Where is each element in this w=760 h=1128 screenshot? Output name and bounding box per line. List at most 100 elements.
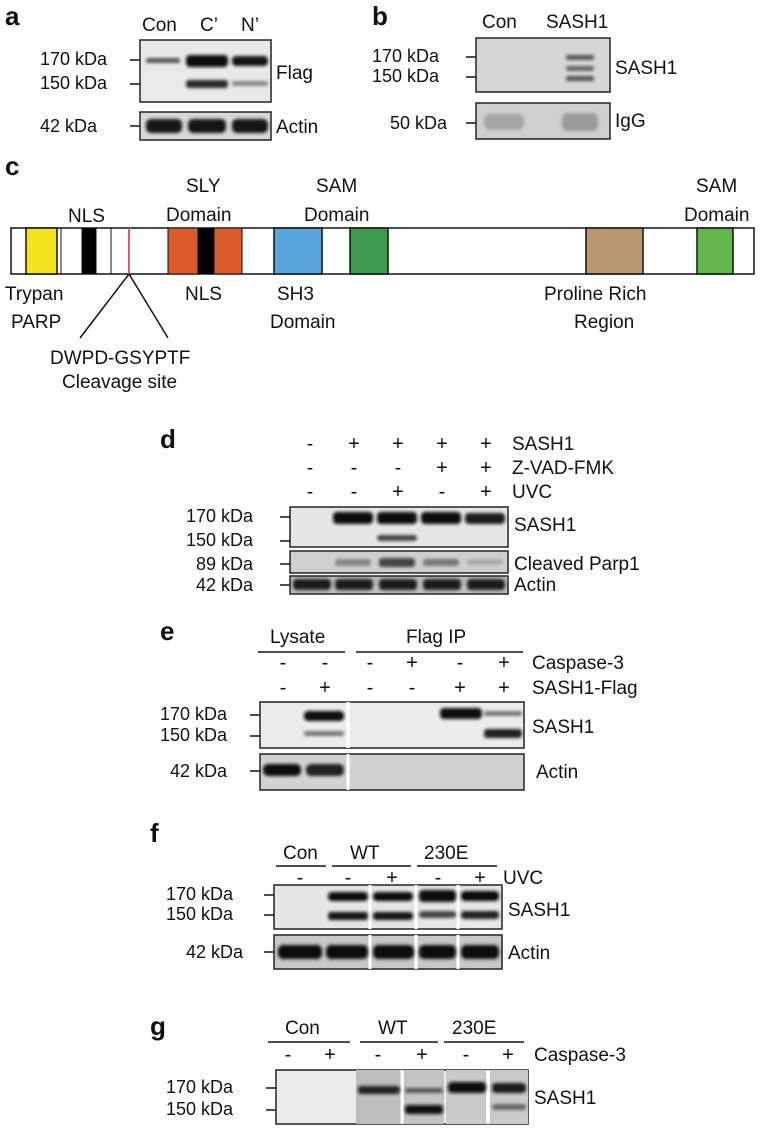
treatment-sign-minus: - — [367, 677, 374, 699]
mw-150: 150 kDa — [186, 530, 254, 550]
treatment-sign-plus: + — [319, 677, 331, 699]
panel-g-letter: g — [150, 1011, 166, 1041]
band — [461, 891, 499, 901]
band — [373, 912, 413, 920]
band — [419, 890, 456, 902]
cond-caspase3: Caspase-3 — [532, 653, 624, 674]
cond-zvad: Z-VAD-FMK — [512, 458, 614, 479]
treatment-sign-minus: - — [435, 867, 442, 889]
sly-domain-left — [167, 227, 199, 275]
band — [377, 512, 417, 524]
treatment-sign-plus: + — [502, 1044, 514, 1066]
cleavage-site-mark — [128, 228, 130, 274]
panel-f: f Con WT 230E --+-+ UVC 170 kDa 150 kDa … — [150, 818, 570, 970]
band — [448, 1082, 486, 1093]
band — [186, 80, 228, 88]
blot-label-actin: Actin — [276, 117, 318, 138]
band — [304, 731, 344, 736]
blot-label-sash1: SASH1 — [514, 515, 576, 536]
panel-f-letter: f — [150, 818, 159, 848]
band — [232, 56, 268, 66]
band — [566, 55, 594, 60]
group-con: Con — [283, 843, 318, 864]
panel-c: c NLS SLY Domain SAM Domain SAM Domain T… — [5, 151, 755, 393]
trypan-parp-domain — [25, 227, 58, 275]
treatment-sign-plus: + — [498, 652, 510, 674]
band — [146, 58, 180, 63]
treatment-sign-plus: + — [392, 433, 404, 455]
mw-50: 50 kDa — [390, 113, 448, 133]
band — [492, 1104, 526, 1110]
lane-label-sash1: SASH1 — [546, 12, 608, 33]
mw-42: 42 kDa — [40, 116, 98, 136]
treatment-sign-minus: - — [307, 457, 314, 479]
treatment-sign-plus: + — [498, 677, 510, 699]
group-wt: WT — [350, 843, 380, 864]
cleavage-pointer-left — [79, 273, 130, 339]
blot-label-sash1: SASH1 — [532, 717, 594, 738]
band — [373, 892, 413, 901]
label-proline: Proline Rich — [544, 284, 646, 305]
label-sam2-domain: Domain — [684, 205, 749, 226]
band — [333, 512, 373, 524]
band — [146, 119, 182, 133]
treatment-sign-minus: - — [297, 867, 304, 889]
band — [379, 558, 415, 567]
label-cleavage-site: Cleavage site — [62, 372, 177, 393]
mw-42: 42 kDa — [186, 942, 244, 962]
treatment-sign-minus: - — [322, 652, 329, 674]
band — [419, 911, 456, 918]
band — [492, 1083, 526, 1093]
treatment-sign-plus: + — [436, 457, 448, 479]
mw-150: 150 kDa — [160, 725, 228, 745]
blot-label-sash1: SASH1 — [534, 1088, 596, 1109]
band — [423, 579, 461, 590]
band — [484, 729, 522, 738]
group-230e: 230E — [452, 1018, 496, 1039]
lane-label-c-prime: C’ — [200, 15, 218, 36]
cond-sash1: SASH1 — [512, 434, 574, 455]
band — [419, 945, 456, 959]
lane-label-con: Con — [142, 15, 177, 36]
mw-170: 170 kDa — [166, 1077, 234, 1097]
blot-label-cleaved-parp1: Cleaved Parp1 — [514, 554, 640, 575]
label-sly: SLY — [186, 176, 221, 197]
band — [566, 76, 594, 81]
blot-label-sash1: SASH1 — [615, 58, 677, 79]
treatment-sign-minus: - — [457, 652, 464, 674]
lane-label-con: Con — [482, 12, 517, 33]
blot-label-flag: Flag — [276, 63, 313, 84]
treatment-sign-minus: - — [307, 433, 314, 455]
mw-150: 150 kDa — [166, 904, 234, 924]
treatment-sign-plus: + — [480, 433, 492, 455]
flag-blot — [139, 39, 272, 103]
band — [405, 1105, 443, 1114]
label-parp: PARP — [11, 312, 61, 333]
sash1-blot — [259, 701, 525, 749]
mw-150: 150 kDa — [166, 1099, 234, 1119]
mw-170: 170 kDa — [40, 49, 108, 69]
band — [467, 579, 505, 590]
band — [326, 945, 368, 959]
band — [440, 708, 482, 719]
label-sh3: SH3 — [277, 284, 314, 305]
mw-170: 170 kDa — [372, 46, 440, 66]
mw-150: 150 kDa — [372, 66, 440, 86]
treatment-sign-minus: - — [375, 1044, 382, 1066]
label-sam2: SAM — [696, 176, 737, 197]
sam-domain-1 — [349, 227, 389, 275]
treatment-sign-plus: + — [324, 1044, 336, 1066]
treatment-sign-minus: - — [463, 1044, 470, 1066]
panel-c-letter: c — [5, 151, 19, 181]
band — [484, 711, 522, 716]
group-lysate: Lysate — [270, 627, 325, 648]
panel-a-letter: a — [5, 1, 20, 31]
band — [467, 559, 503, 565]
nls-domain-2 — [197, 227, 215, 275]
band — [461, 945, 499, 959]
band — [188, 119, 226, 133]
cleavage-pointer-right — [128, 273, 169, 339]
band — [562, 113, 598, 131]
treatment-sign-minus: - — [280, 677, 287, 699]
